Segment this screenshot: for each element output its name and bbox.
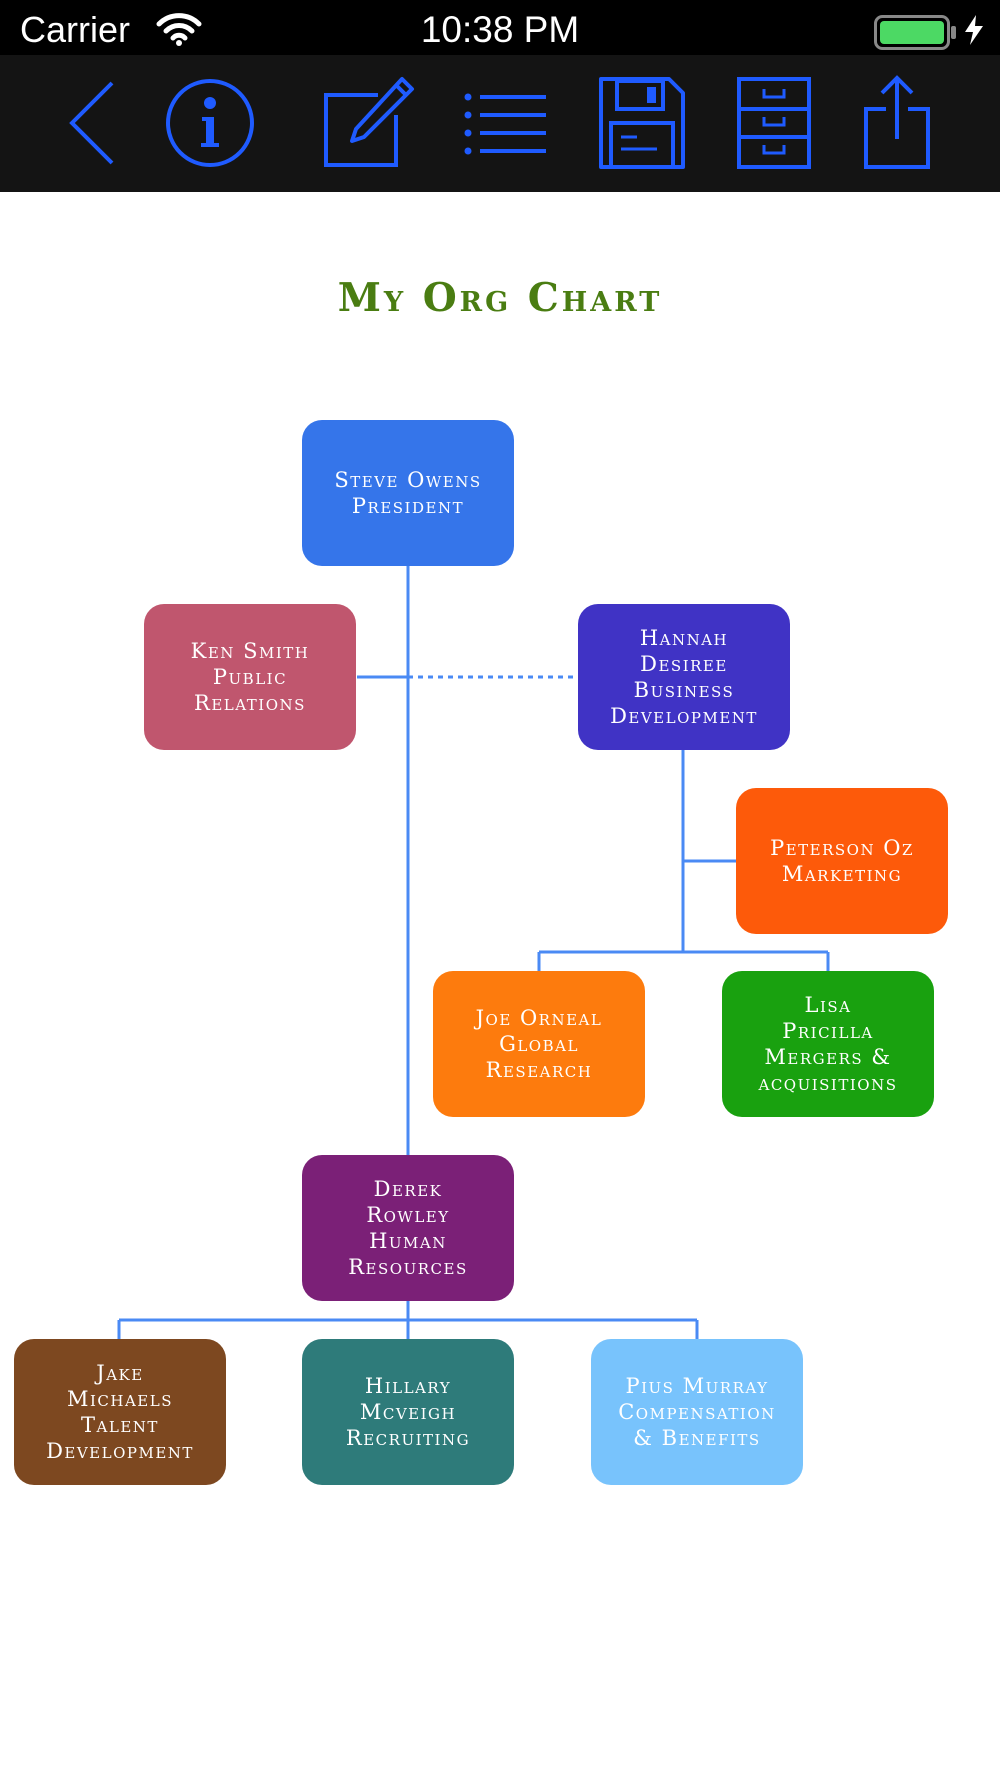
org-node-jake-michaels[interactable]: Jake Michaels Talent Development [14, 1339, 226, 1485]
org-node-peterson-oz[interactable]: Peterson Oz Marketing [736, 788, 948, 934]
org-node-derek-rowley[interactable]: Derek Rowley Human Resources [302, 1155, 514, 1301]
connector-derek-children [117, 1318, 699, 1339]
chart-title: My Org Chart [337, 275, 663, 321]
battery-icon [874, 15, 956, 50]
org-node-pius-murray[interactable]: Pius Murray Compensation & Benefits [591, 1339, 803, 1485]
org-node-ken-smith[interactable]: Ken Smith Public Relations [144, 604, 356, 750]
org-node-lisa-pricilla[interactable]: Lisa Pricilla Mergers & acquisitions [722, 971, 934, 1117]
file-cabinet-icon[interactable] [736, 75, 812, 171]
save-icon[interactable] [597, 75, 687, 171]
connector-hannah-children [537, 950, 830, 971]
back-icon[interactable] [62, 75, 122, 171]
charging-icon [965, 15, 983, 45]
org-node-hillary-mcveigh[interactable]: Hillary Mcveigh Recruiting [302, 1339, 514, 1485]
carrier-label: Carrier [20, 9, 131, 50]
list-icon[interactable] [462, 75, 548, 171]
status-time: 10:38 PM [420, 9, 580, 50]
info-icon[interactable] [163, 75, 257, 171]
wifi-icon [156, 13, 202, 46]
status-bar: Carrier 10:38 PM [0, 0, 1000, 55]
org-node-steve-owens[interactable]: Steve Owens President [302, 420, 514, 566]
toolbar [0, 55, 1000, 192]
share-icon[interactable] [862, 75, 932, 171]
edit-icon[interactable] [320, 75, 416, 171]
org-node-hannah-desiree[interactable]: Hannah Desiree Business Development [578, 604, 790, 750]
org-node-joe-orneal[interactable]: Joe Orneal Global Research [433, 971, 645, 1117]
